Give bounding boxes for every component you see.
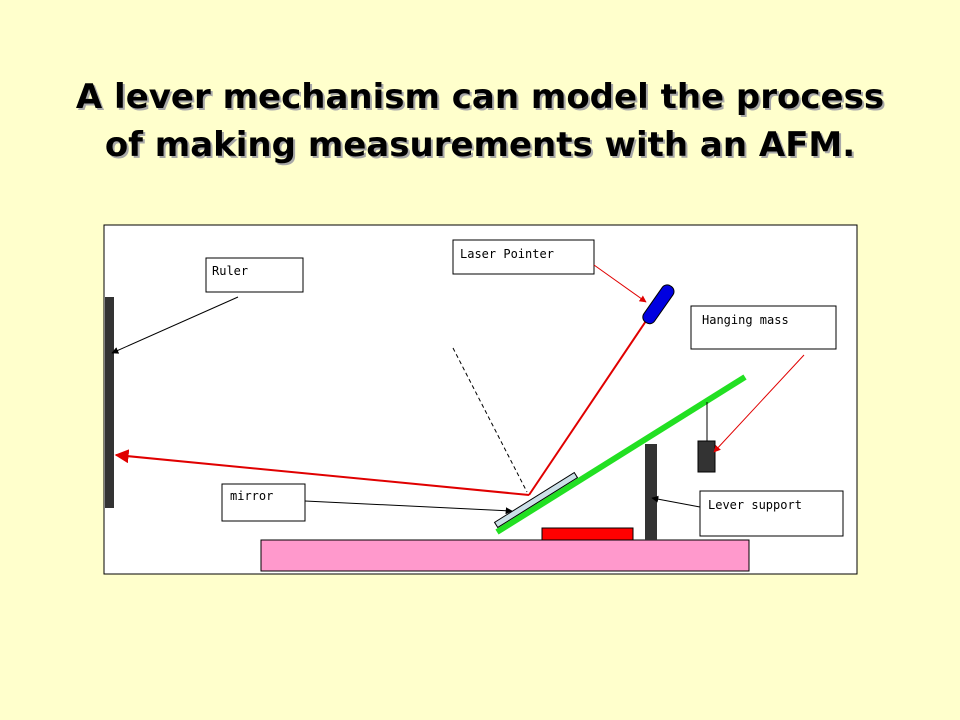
ruler-bar bbox=[105, 297, 114, 508]
laser-beam-incident bbox=[528, 317, 649, 496]
slide-title-line-2: of making measurements with an AFM. bbox=[104, 124, 856, 165]
fulcrum-block bbox=[541, 527, 634, 541]
label-box-hanging-mass: Hanging mass bbox=[690, 305, 837, 350]
hanging-mass-weight bbox=[697, 440, 716, 473]
lever-beam bbox=[495, 374, 747, 535]
label-lever-support-text: Lever support bbox=[708, 498, 802, 512]
label-box-lever-support: Lever support bbox=[699, 490, 844, 537]
callout-arrow-lever-support bbox=[651, 495, 701, 508]
label-laser-pointer-text: Laser Pointer bbox=[460, 247, 554, 261]
slide-title: A lever mechanism can model the process … bbox=[20, 73, 940, 169]
label-hanging-mass-text: Hanging mass bbox=[702, 313, 789, 327]
callout-arrow-hanging-mass bbox=[713, 354, 805, 453]
mirror-normal-dashed-line bbox=[452, 347, 528, 493]
callout-arrow-ruler bbox=[111, 296, 239, 354]
lever-support-post bbox=[645, 444, 657, 540]
label-box-laser-pointer: Laser Pointer bbox=[452, 239, 595, 275]
label-ruler-text: Ruler bbox=[212, 264, 248, 278]
callout-arrow-laser-pointer bbox=[593, 264, 647, 303]
label-box-mirror: mirror bbox=[221, 483, 306, 522]
mirror-plate bbox=[493, 471, 579, 529]
laser-pointer-device bbox=[642, 284, 675, 325]
label-box-ruler: Ruler bbox=[205, 257, 304, 293]
callout-arrow-mirror bbox=[304, 500, 513, 515]
label-mirror-text: mirror bbox=[230, 489, 273, 503]
base-platform bbox=[260, 539, 750, 572]
slide-title-line-1: A lever mechanism can model the process bbox=[75, 76, 885, 117]
laser-beam-reflected bbox=[114, 449, 530, 496]
